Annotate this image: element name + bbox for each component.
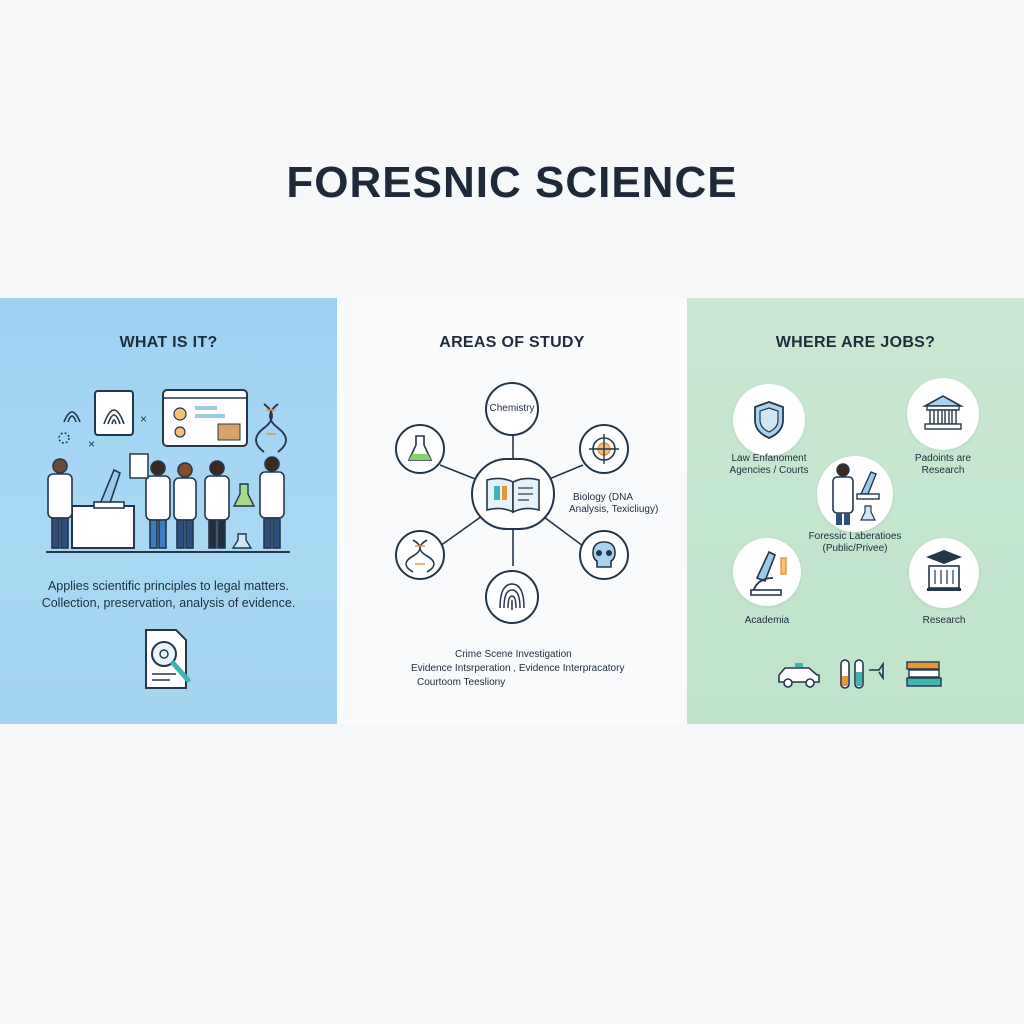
- pat-label-1: Padoints are: [914, 453, 972, 464]
- academia-label: Academia: [744, 615, 790, 626]
- biology-label-2: Analysis, Texicliugy): [569, 504, 659, 515]
- pat-label-2: Research: [921, 465, 965, 476]
- flask-node: [395, 424, 445, 474]
- page-title: FORESNIC SCIENCE: [286, 158, 738, 207]
- lab-label-1: Foressic Laberatioes: [808, 531, 902, 542]
- lab-label-2: (Public/Privee): [822, 543, 888, 554]
- where-are-jobs-panel: WHERE ARE JOBS? Law Enfanoment Agencies …: [687, 298, 1024, 724]
- lab-scientist-icon: [832, 463, 880, 525]
- svg-text:×: ×: [140, 412, 147, 426]
- what-is-it-line-1: Applies scientific principles to legal m…: [47, 579, 290, 593]
- research-label: Research: [922, 615, 966, 626]
- lab-circle: [817, 456, 893, 532]
- law-label-2: Agencies / Courts: [729, 465, 809, 476]
- areas-of-study-heading: AREAS OF STUDY: [439, 334, 585, 351]
- where-are-jobs-heading: WHERE ARE JOBS?: [775, 334, 936, 351]
- graduation-building-icon: [926, 550, 962, 591]
- areas-of-study-panel: AREAS OF STUDY Chemistry Biology (DNA: [337, 298, 687, 724]
- what-is-it-line-2: Collection, preservation, analysis of ev…: [41, 596, 296, 610]
- chemistry-label: Chemistry: [489, 403, 535, 414]
- flask-icon: [407, 435, 433, 461]
- dna-icon: [405, 539, 435, 573]
- biology-label-1: Biology (DNA: [573, 492, 634, 503]
- dna-node: [395, 530, 445, 580]
- fingerprint-node: [485, 570, 539, 624]
- svg-text:×: ×: [88, 437, 95, 451]
- books-icon: [906, 661, 942, 687]
- book-icon: [486, 477, 540, 514]
- what-is-it-panel: WHAT IS IT? × ×: [0, 298, 337, 724]
- fingerprint-icon: [499, 583, 525, 610]
- test-tubes-icon: [840, 659, 884, 689]
- magnifier-document-icon: [145, 629, 191, 689]
- courthouse-circle: [907, 378, 979, 450]
- target-icon: [589, 434, 619, 464]
- areas-list-3: Courtoom Teesliony: [417, 677, 506, 688]
- areas-list-2: Evidence Intsrperation , Evidence Interp…: [411, 663, 625, 674]
- skull-icon: [592, 541, 616, 568]
- what-is-it-heading: WHAT IS IT?: [119, 334, 218, 351]
- car-icon: [778, 663, 820, 688]
- chemistry-node: [485, 382, 539, 436]
- police-badge-icon: [754, 401, 784, 439]
- microscope-icon: [750, 550, 787, 596]
- courthouse-icon: [921, 395, 965, 430]
- law-label-1: Law Enfanoment: [731, 453, 807, 464]
- lab-scientists-icon: × ×: [46, 389, 290, 553]
- areas-list-1: Crime Scene Investigation: [455, 649, 572, 660]
